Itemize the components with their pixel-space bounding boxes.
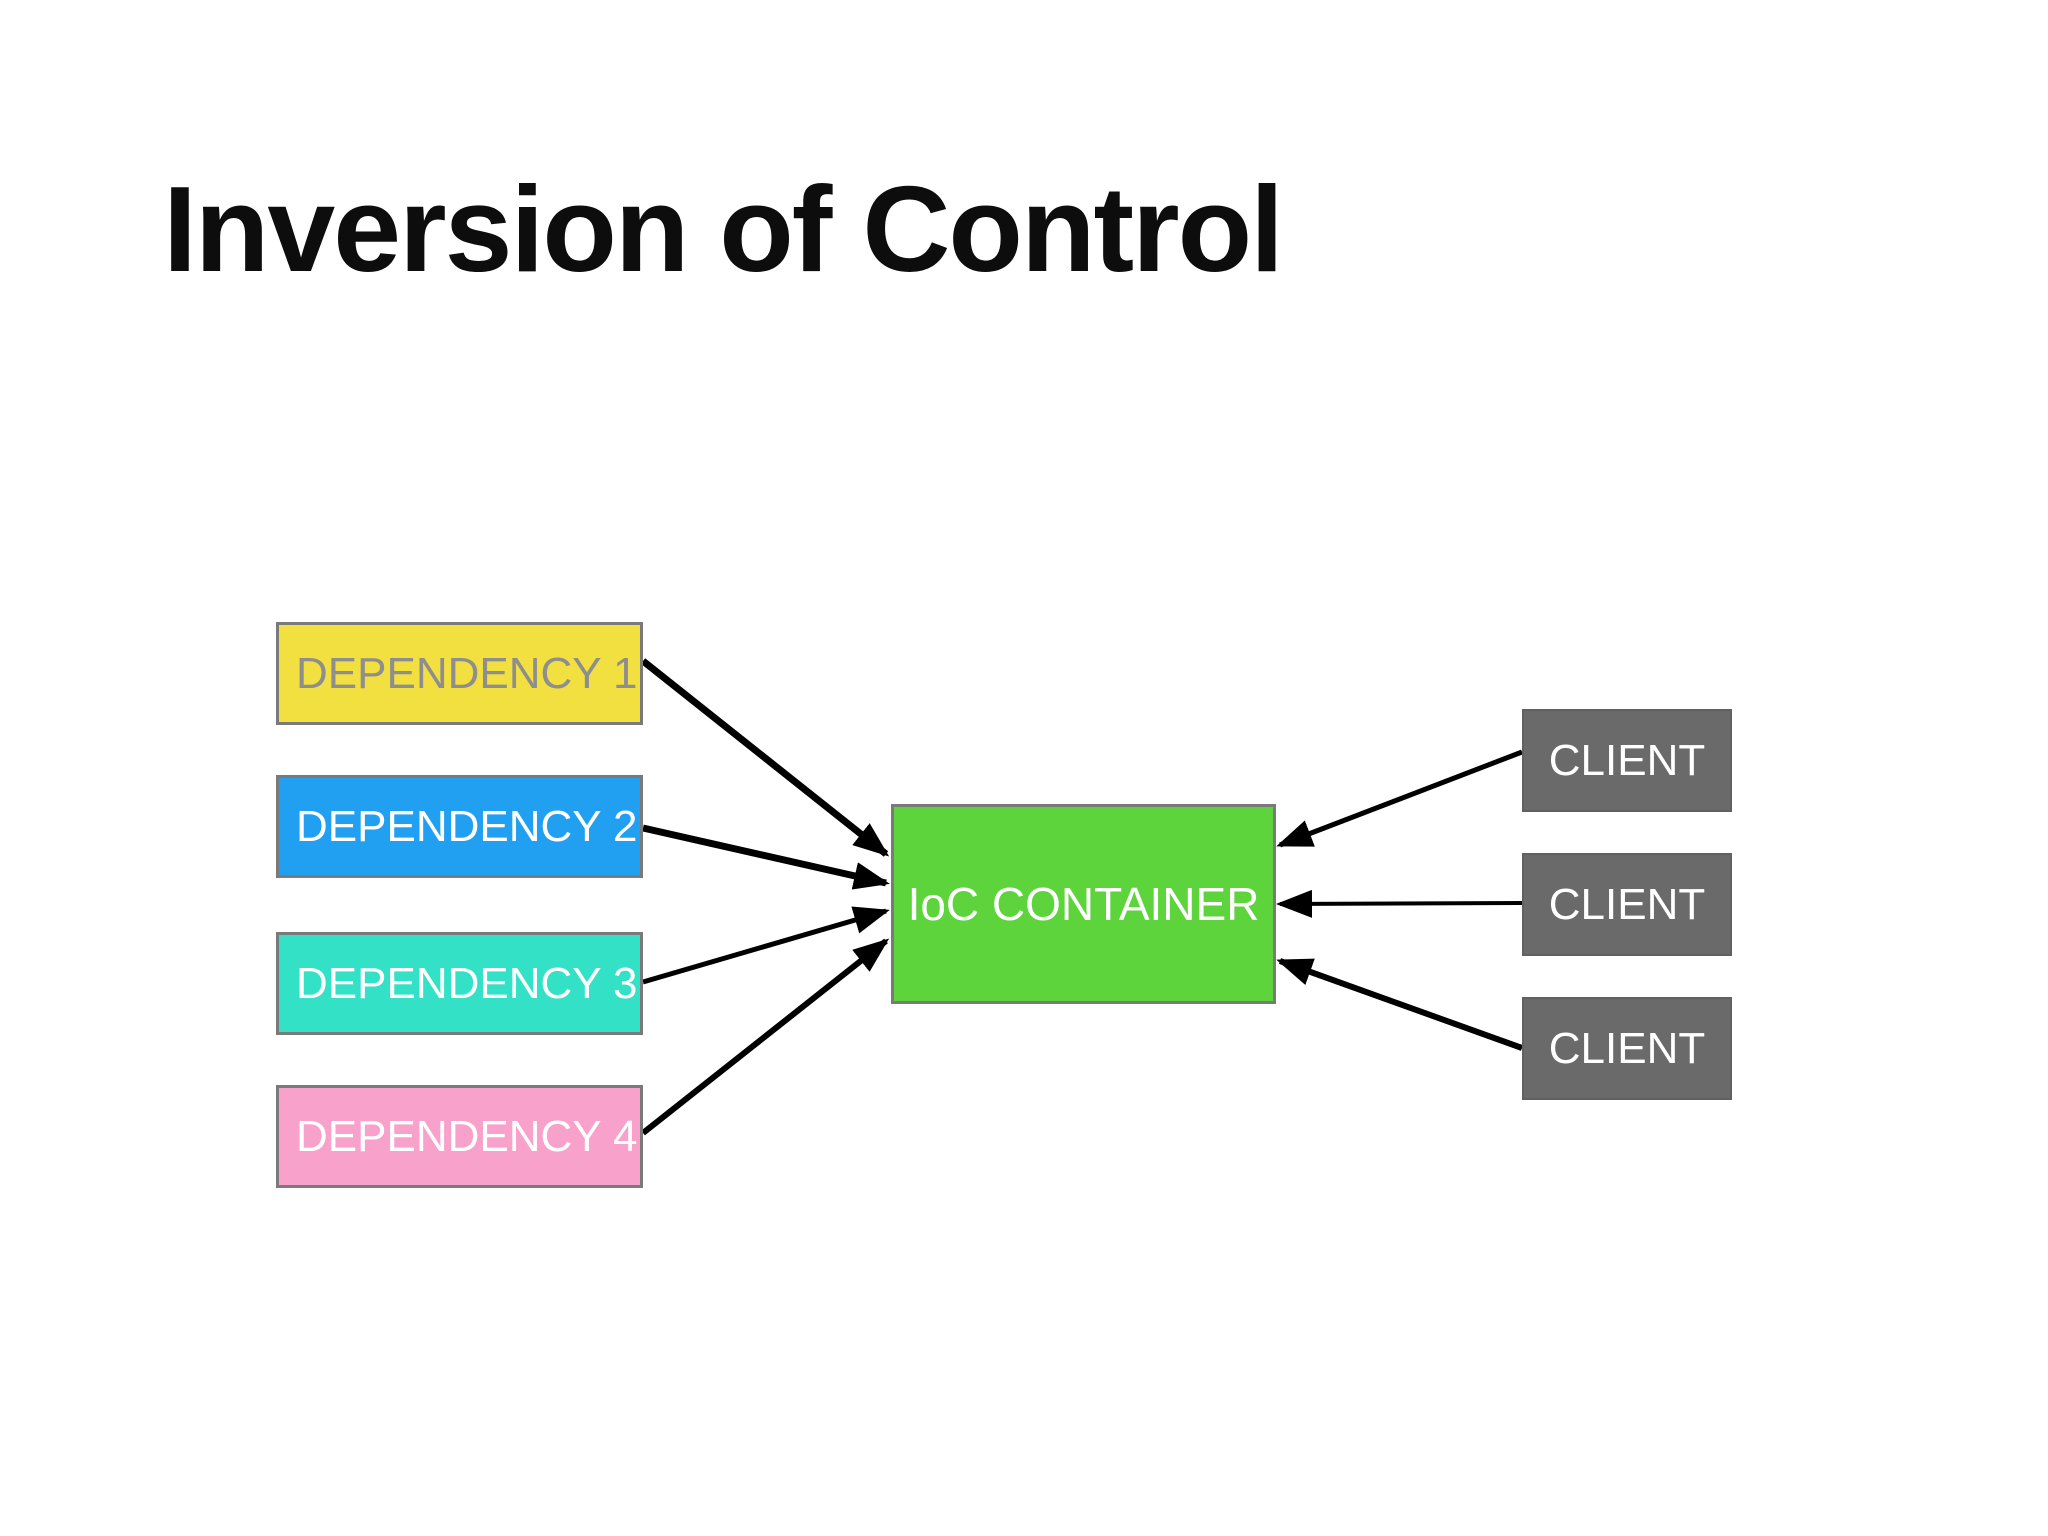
arrow-client-2-to-container [1276, 889, 1523, 918]
arrow-dependency-2-to-container [642, 824, 890, 890]
page-title: Inversion of Control [163, 161, 1284, 297]
dependency-4-box: DEPENDENCY 4 [276, 1085, 643, 1188]
dependency-4-label: DEPENDENCY 4 [296, 1111, 638, 1161]
client-3-box: CLIENT [1522, 997, 1732, 1100]
client-1-box: CLIENT [1522, 709, 1732, 812]
arrow-client-1-to-container [1276, 749, 1523, 848]
dependency-2-label: DEPENDENCY 2 [296, 801, 638, 851]
arrow-client-3-to-container [1276, 958, 1524, 1051]
arrow-dependency-3-to-container [642, 906, 890, 985]
dependency-2-box: DEPENDENCY 2 [276, 775, 643, 878]
client-2-box: CLIENT [1522, 853, 1732, 956]
arrow-dependency-1-to-container [640, 658, 890, 857]
client-1-label: CLIENT [1548, 735, 1706, 785]
ioc-container-label: IoC CONTAINER [907, 878, 1260, 930]
dependency-3-box: DEPENDENCY 3 [276, 932, 643, 1035]
client-2-label: CLIENT [1548, 879, 1706, 929]
dependency-1-label: DEPENDENCY 1 [296, 648, 638, 698]
dependency-1-box: DEPENDENCY 1 [276, 622, 643, 725]
client-3-label: CLIENT [1548, 1023, 1706, 1073]
arrow-dependency-4-to-container [641, 938, 890, 1136]
ioc-container-box: IoC CONTAINER [891, 804, 1276, 1004]
dependency-3-label: DEPENDENCY 3 [296, 958, 638, 1008]
